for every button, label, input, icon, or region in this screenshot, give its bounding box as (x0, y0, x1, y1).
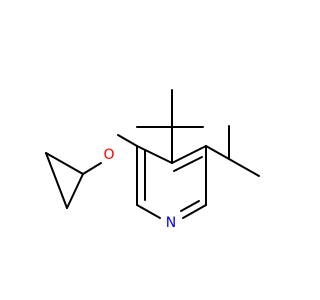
bond-cyclopropyl-left (45, 152, 68, 209)
bond-ring-oxygen (117, 134, 138, 147)
oxygen-atom-label: O (103, 147, 114, 163)
cyclopropoxy-group (45, 134, 138, 209)
bond-c4-c3 (136, 145, 173, 164)
tert-butyl-group (136, 89, 204, 164)
bond-c4-c5-inner (173, 156, 203, 172)
bond-c2-n1 (136, 204, 161, 219)
isopropyl-group (205, 125, 260, 177)
molecule-canvas: O N (45, 89, 260, 231)
bond-c4-c5 (171, 145, 207, 164)
nitrogen-atom-label: N (166, 215, 176, 231)
bond-n1-c6-inner (180, 200, 200, 212)
bond-ring-isopropyl (205, 145, 230, 160)
molecule-structure: O N (45, 89, 260, 231)
bond-oxygen-cyclopropyl (82, 162, 102, 175)
bond-cyclopropyl-top (45, 152, 84, 175)
pyridine-ring (136, 145, 207, 219)
bond-cyclopropyl-bottom (66, 173, 84, 209)
bond-n1-c6 (182, 204, 207, 219)
bond-isopropyl-methyl-right (228, 158, 260, 177)
